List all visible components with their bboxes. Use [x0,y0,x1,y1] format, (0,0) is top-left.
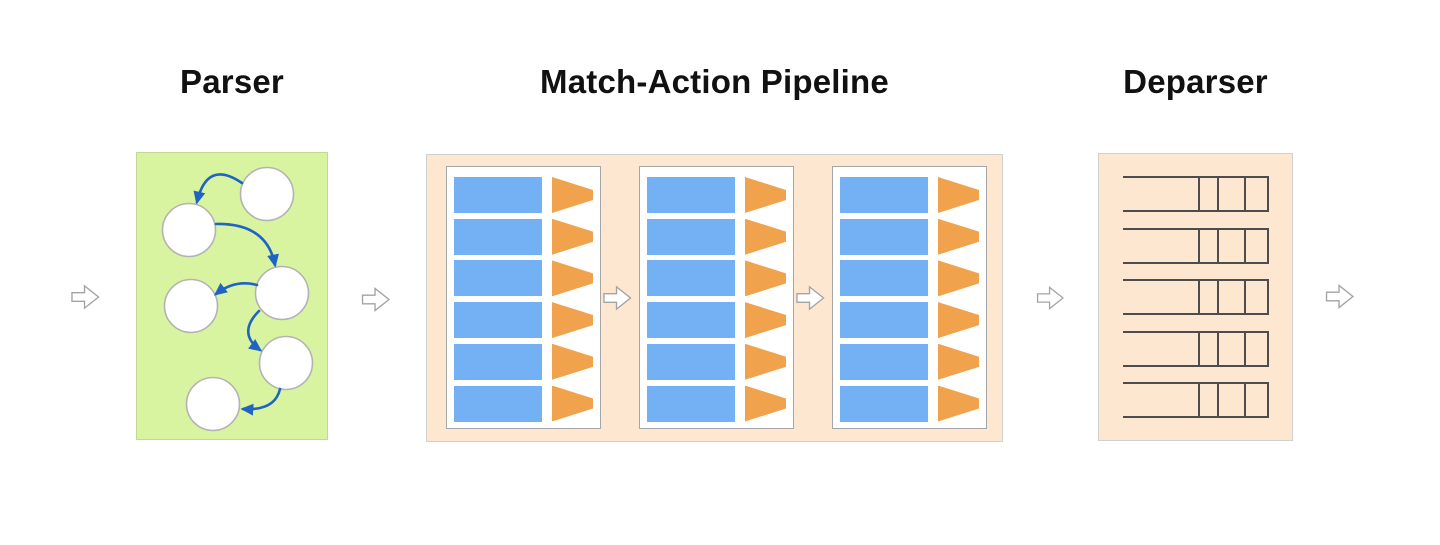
pipeline-title: Match-Action Pipeline [540,63,889,100]
flow-arrow-icon [603,285,632,311]
match-table-bar [840,218,928,255]
action-arrow-icon [938,343,979,380]
match-action-row [833,260,986,297]
match-action-pipeline-box [426,154,1003,442]
state-transition-arrow [246,309,263,352]
match-table-bar [647,302,735,339]
packet-header-row [1123,279,1269,315]
match-action-row [833,302,986,339]
packet-header-row [1123,176,1269,212]
match-action-row [640,218,793,255]
action-arrow-icon [552,385,593,422]
state-transition-arrow [214,222,279,268]
action-arrow-icon [552,302,593,339]
flow-arrow-icon [1325,284,1355,309]
match-action-row [447,302,600,339]
match-table-bar [454,218,542,255]
match-action-stage [639,166,794,429]
action-arrow-icon [938,177,979,213]
action-arrow-icon [938,302,979,339]
parser-state-node [163,278,219,334]
parser-state-node [161,202,217,258]
match-table-bar [840,385,928,422]
match-action-row [640,302,793,339]
deparser-title: Deparser [1123,63,1268,100]
match-table-bar [454,302,542,339]
match-table-bar [647,260,735,297]
parser-state-node [258,335,314,391]
action-arrow-icon [745,260,786,297]
action-arrow-icon [938,385,979,422]
match-table-bar [454,343,542,380]
match-action-row [447,385,600,422]
match-table-bar [840,260,928,297]
action-arrow-icon [745,218,786,255]
match-table-bar [647,343,735,380]
flow-arrow-icon [796,285,825,311]
match-action-row [640,260,793,297]
parser-state-machine-box [136,152,328,440]
match-table-bar [840,343,928,380]
parser-title: Parser [180,63,284,100]
match-table-bar [454,177,542,213]
flow-arrow-icon [1036,286,1065,310]
match-action-row [833,385,986,422]
flow-arrow-icon [361,287,391,312]
deparser-box [1098,153,1293,441]
match-action-row [833,218,986,255]
match-table-bar [454,385,542,422]
packet-header-row [1123,382,1269,418]
action-arrow-icon [552,343,593,380]
action-arrow-icon [745,302,786,339]
match-action-row [447,260,600,297]
action-arrow-icon [552,177,593,213]
action-arrow-icon [745,177,786,213]
match-action-row [833,343,986,380]
parser-state-graph [161,166,314,432]
match-action-row [640,343,793,380]
match-action-row [447,218,600,255]
match-table-bar [647,218,735,255]
match-table-bar [840,177,928,213]
match-action-stage [832,166,987,429]
action-arrow-icon [938,260,979,297]
match-table-bar [454,260,542,297]
packet-header-row [1123,227,1269,264]
match-action-row [640,385,793,422]
action-arrow-icon [552,218,593,255]
match-action-row [447,177,600,213]
state-transition-arrow [193,173,244,205]
state-transition-arrow [240,387,282,416]
parser-state-node [185,376,241,432]
parser-state-node [254,265,310,321]
match-action-row [447,343,600,380]
action-arrow-icon [938,218,979,255]
action-arrow-icon [552,260,593,297]
match-action-row [640,177,793,213]
flow-arrow-icon [71,284,100,310]
action-arrow-icon [745,343,786,380]
match-table-bar [647,385,735,422]
match-table-bar [647,177,735,213]
packet-header-row [1123,330,1269,367]
match-action-stage [446,166,601,429]
action-arrow-icon [745,385,786,422]
state-transition-arrow [213,282,259,296]
match-action-row [833,177,986,213]
match-table-bar [840,302,928,339]
parser-state-node [239,166,295,222]
